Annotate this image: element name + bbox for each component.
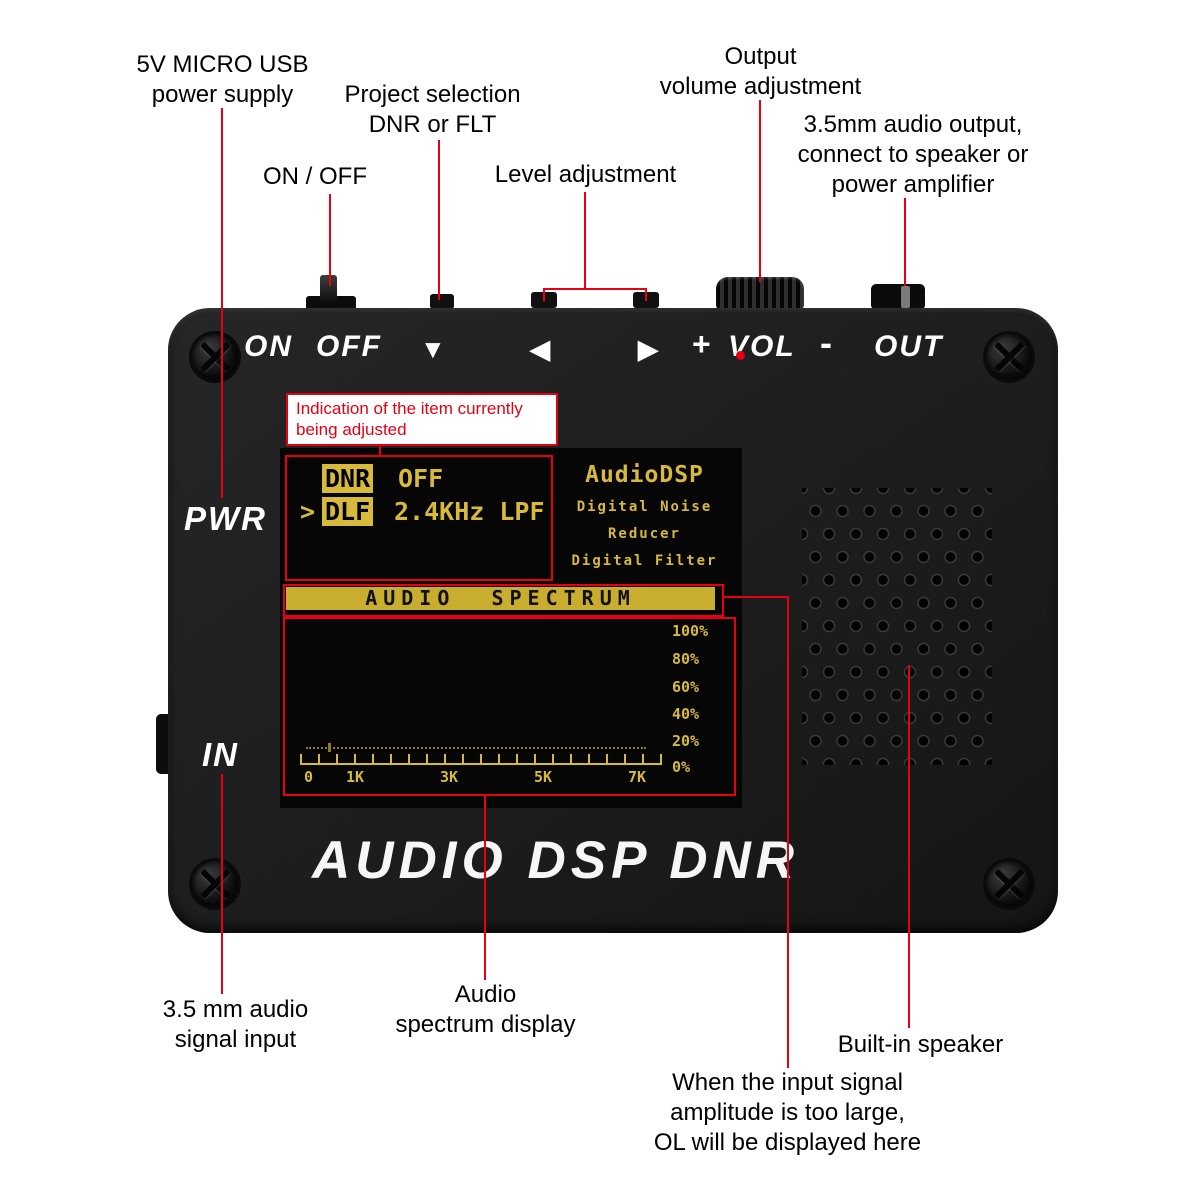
connector-line-speaker [908, 665, 910, 1028]
spectrum-x-label: 3K [440, 768, 459, 786]
menu-item-dnr: DNR [322, 464, 374, 493]
model-name: AUDIO DSP DNR [311, 831, 800, 890]
connector-line-level [584, 192, 586, 290]
spectrum-x-label: 5K [534, 768, 553, 786]
screw-bottom-left [192, 861, 238, 907]
volume-knob[interactable] [716, 277, 804, 310]
connector-line-spectrum [484, 794, 486, 980]
speaker-grille [802, 488, 992, 765]
label-volume-minus: - [820, 322, 834, 363]
annotation-box-spectrum-header [283, 584, 724, 617]
project-select-button[interactable] [430, 294, 454, 309]
label-volume-plus: + [692, 326, 713, 362]
connector-line-onoff [329, 194, 331, 286]
label-pwr: PWR [184, 500, 267, 537]
annotation-overload: When the input signal amplitude is too l… [653, 1069, 922, 1156]
down-arrow-icon: ▼ [420, 334, 446, 364]
spectrum-x-axis [300, 754, 662, 765]
spectrum-header: AUDIO SPECTRUM [286, 587, 715, 610]
menu-value-dlf: 2.4KHz LPF [394, 497, 545, 526]
label-out: OUT [874, 330, 944, 363]
label-in: IN [202, 736, 239, 773]
annotation-on-off: ON / OFF [263, 163, 367, 190]
lcd-display: DNR OFF > DLF 2.4KHz LPF AudioDSP Digita… [280, 448, 742, 808]
annotation-audio-output: 3.5mm audio output, connect to speaker o… [797, 111, 1029, 198]
connector-line-project [438, 140, 440, 300]
spectrum-x-label: 7K [628, 768, 647, 786]
audio-output-jack[interactable] [871, 284, 925, 310]
power-switch-base [306, 296, 356, 310]
connector-line-input [221, 774, 223, 994]
label-off: OFF [316, 330, 382, 363]
speaker-marker-dot [736, 351, 745, 360]
connector-line-overload-v [787, 596, 789, 1068]
connector-line-level-bracket [543, 288, 647, 290]
annotation-project-selection: Project selection DNR or FLT [344, 81, 521, 138]
annotation-indication-box: Indication of the item currently being a… [286, 393, 558, 446]
screw-top-left [192, 334, 238, 380]
connector-line-power [221, 108, 223, 498]
annotation-power-supply: 5V MICRO USB power supply [136, 51, 309, 108]
spectrum-x-label: 0 [304, 768, 314, 786]
annotation-level-adjustment: Level adjustment [494, 161, 677, 188]
screw-top-right [986, 334, 1032, 380]
power-switch[interactable] [320, 275, 337, 302]
display-brand-block: AudioDSP Digital Noise Reducer Digital F… [552, 462, 737, 569]
display-brand-title: AudioDSP [585, 462, 704, 488]
display-brand-line: Digital Filter [571, 553, 718, 569]
connector-line-level-end-right [645, 288, 647, 301]
annotation-built-in-speaker: Built-in speaker [837, 1031, 1004, 1058]
spectrum-y-label: 60% [672, 678, 700, 696]
right-arrow-icon: ▶ [638, 334, 658, 364]
connector-line-overload-h [722, 596, 789, 598]
spectrum-y-label: 0% [672, 758, 691, 776]
display-brand-line: Digital Noise [576, 499, 713, 515]
spectrum-y-label: 100% [672, 622, 709, 640]
annotation-output-volume: Output volume adjustment [659, 43, 862, 100]
spectrum-peak [328, 743, 331, 752]
spectrum-x-label: 1K [346, 768, 365, 786]
label-on: ON [244, 330, 293, 363]
annotation-spectrum-display: Audio spectrum display [395, 981, 576, 1038]
display-brand-line: Reducer [607, 526, 681, 542]
menu-value-dnr: OFF [398, 464, 444, 493]
left-arrow-icon: ◀ [530, 334, 550, 364]
annotation-audio-input: 3.5 mm audio signal input [162, 996, 309, 1053]
spectrum-y-label: 80% [672, 650, 700, 668]
connector-line-output [904, 198, 906, 286]
spectrum-y-label: 40% [672, 705, 700, 723]
connector-line-level-end-left [543, 288, 545, 301]
annotation-box-menu [285, 455, 553, 581]
spectrum-y-label: 20% [672, 732, 700, 750]
audio-output-jack-ring [901, 286, 910, 308]
menu-cursor: > [300, 497, 316, 526]
connector-line-volume [759, 100, 761, 282]
menu-item-dlf: DLF [322, 497, 374, 526]
screw-bottom-right [986, 861, 1032, 907]
spectrum-noise-floor [306, 747, 646, 749]
annotation-box-spectrum [283, 617, 736, 796]
